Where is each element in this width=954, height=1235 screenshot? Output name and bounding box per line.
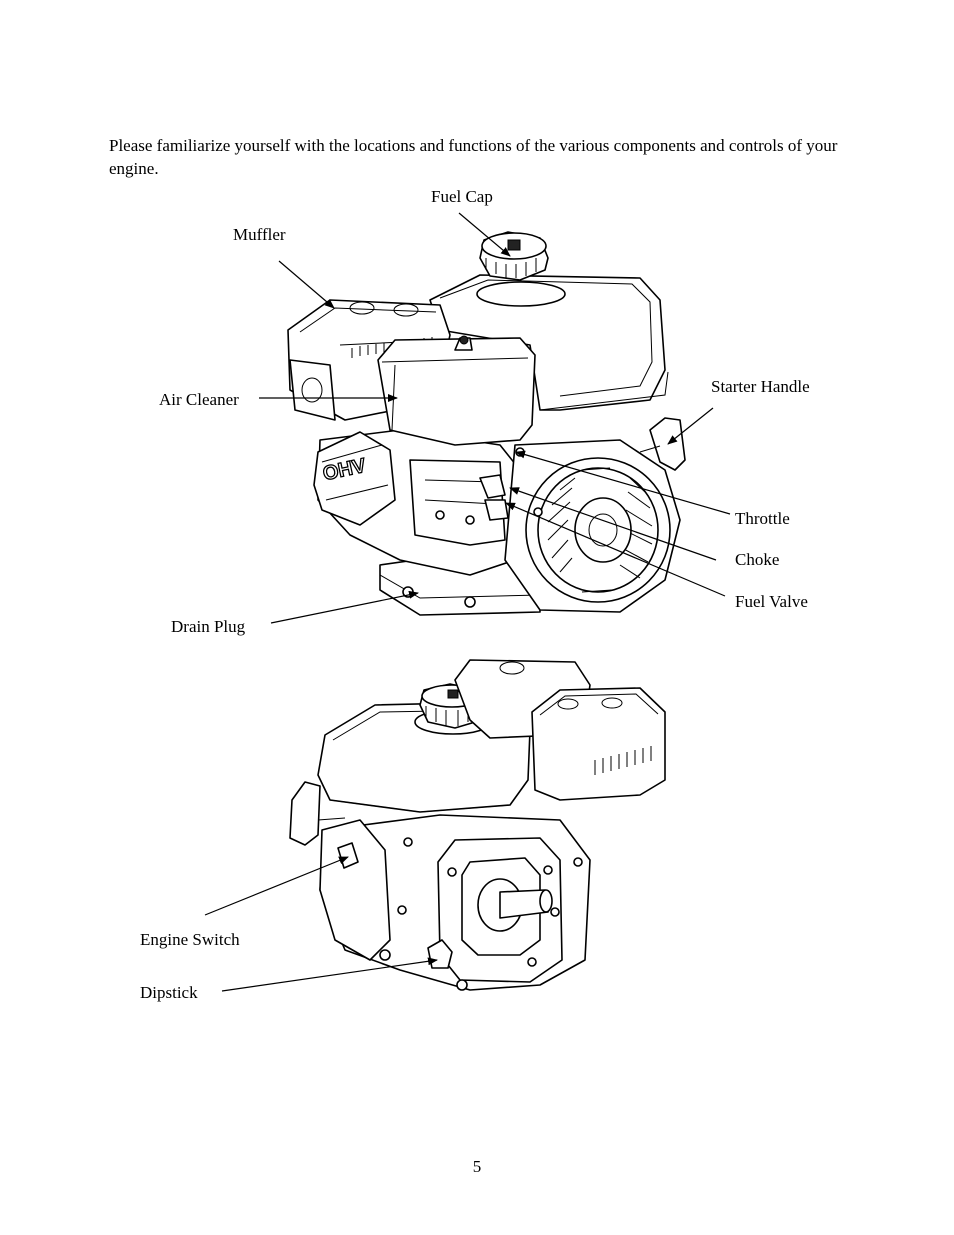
label-throttle: Throttle [735, 509, 790, 528]
engine-switch-leader [204, 856, 349, 916]
label-drain-plug: Drain Plug [171, 617, 246, 636]
throttle-leader [515, 450, 731, 515]
fuel-valve-leader [505, 502, 726, 597]
dipstick-leader [221, 957, 438, 992]
fuel-cap-leader [458, 212, 511, 257]
choke-leader [509, 487, 717, 561]
label-starter-handle: Starter Handle [711, 377, 810, 396]
muffler-leader [278, 260, 335, 309]
intro-paragraph: Please familiarize yourself with the loc… [109, 136, 838, 178]
label-muffler: Muffler [233, 225, 286, 244]
label-fuel-valve: Fuel Valve [735, 592, 808, 611]
drain-plug-leader [270, 590, 419, 624]
starter-handle-leader [667, 407, 714, 445]
label-air-cleaner: Air Cleaner [159, 390, 239, 409]
label-dipstick: Dipstick [140, 983, 198, 1002]
label-fuel-cap: Fuel Cap [431, 187, 493, 206]
page-number: 5 [472, 1157, 482, 1176]
engine-front-view: OHV [287, 231, 686, 616]
callout-lines [204, 212, 731, 992]
label-choke: Choke [735, 550, 780, 569]
label-engine-switch: Engine Switch [140, 930, 240, 949]
engine-rear-view [289, 659, 666, 991]
